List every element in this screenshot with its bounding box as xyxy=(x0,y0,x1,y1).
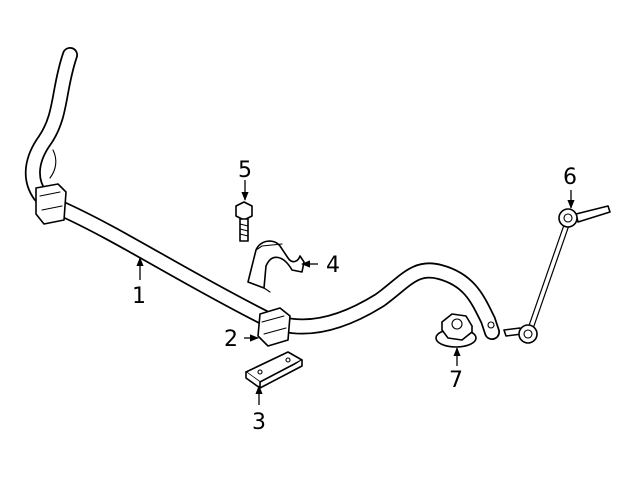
callout-7: 7 xyxy=(449,368,463,393)
callout-4: 4 xyxy=(326,253,340,278)
flange-nut xyxy=(435,313,477,348)
callout-3: 3 xyxy=(252,410,266,435)
callout-leaders xyxy=(136,180,575,405)
bushing-plate xyxy=(245,351,303,389)
stabilizer-bushing xyxy=(257,307,291,347)
callout-5: 5 xyxy=(238,158,252,183)
bushing-bracket xyxy=(247,240,305,293)
callout-6: 6 xyxy=(563,165,577,190)
stabilizer-link xyxy=(503,205,611,344)
callout-1: 1 xyxy=(132,284,146,309)
bolt xyxy=(235,201,253,242)
stabilizer-bushing-left xyxy=(35,183,67,225)
stabilizer-bar xyxy=(24,47,500,340)
callout-2: 2 xyxy=(224,327,238,352)
